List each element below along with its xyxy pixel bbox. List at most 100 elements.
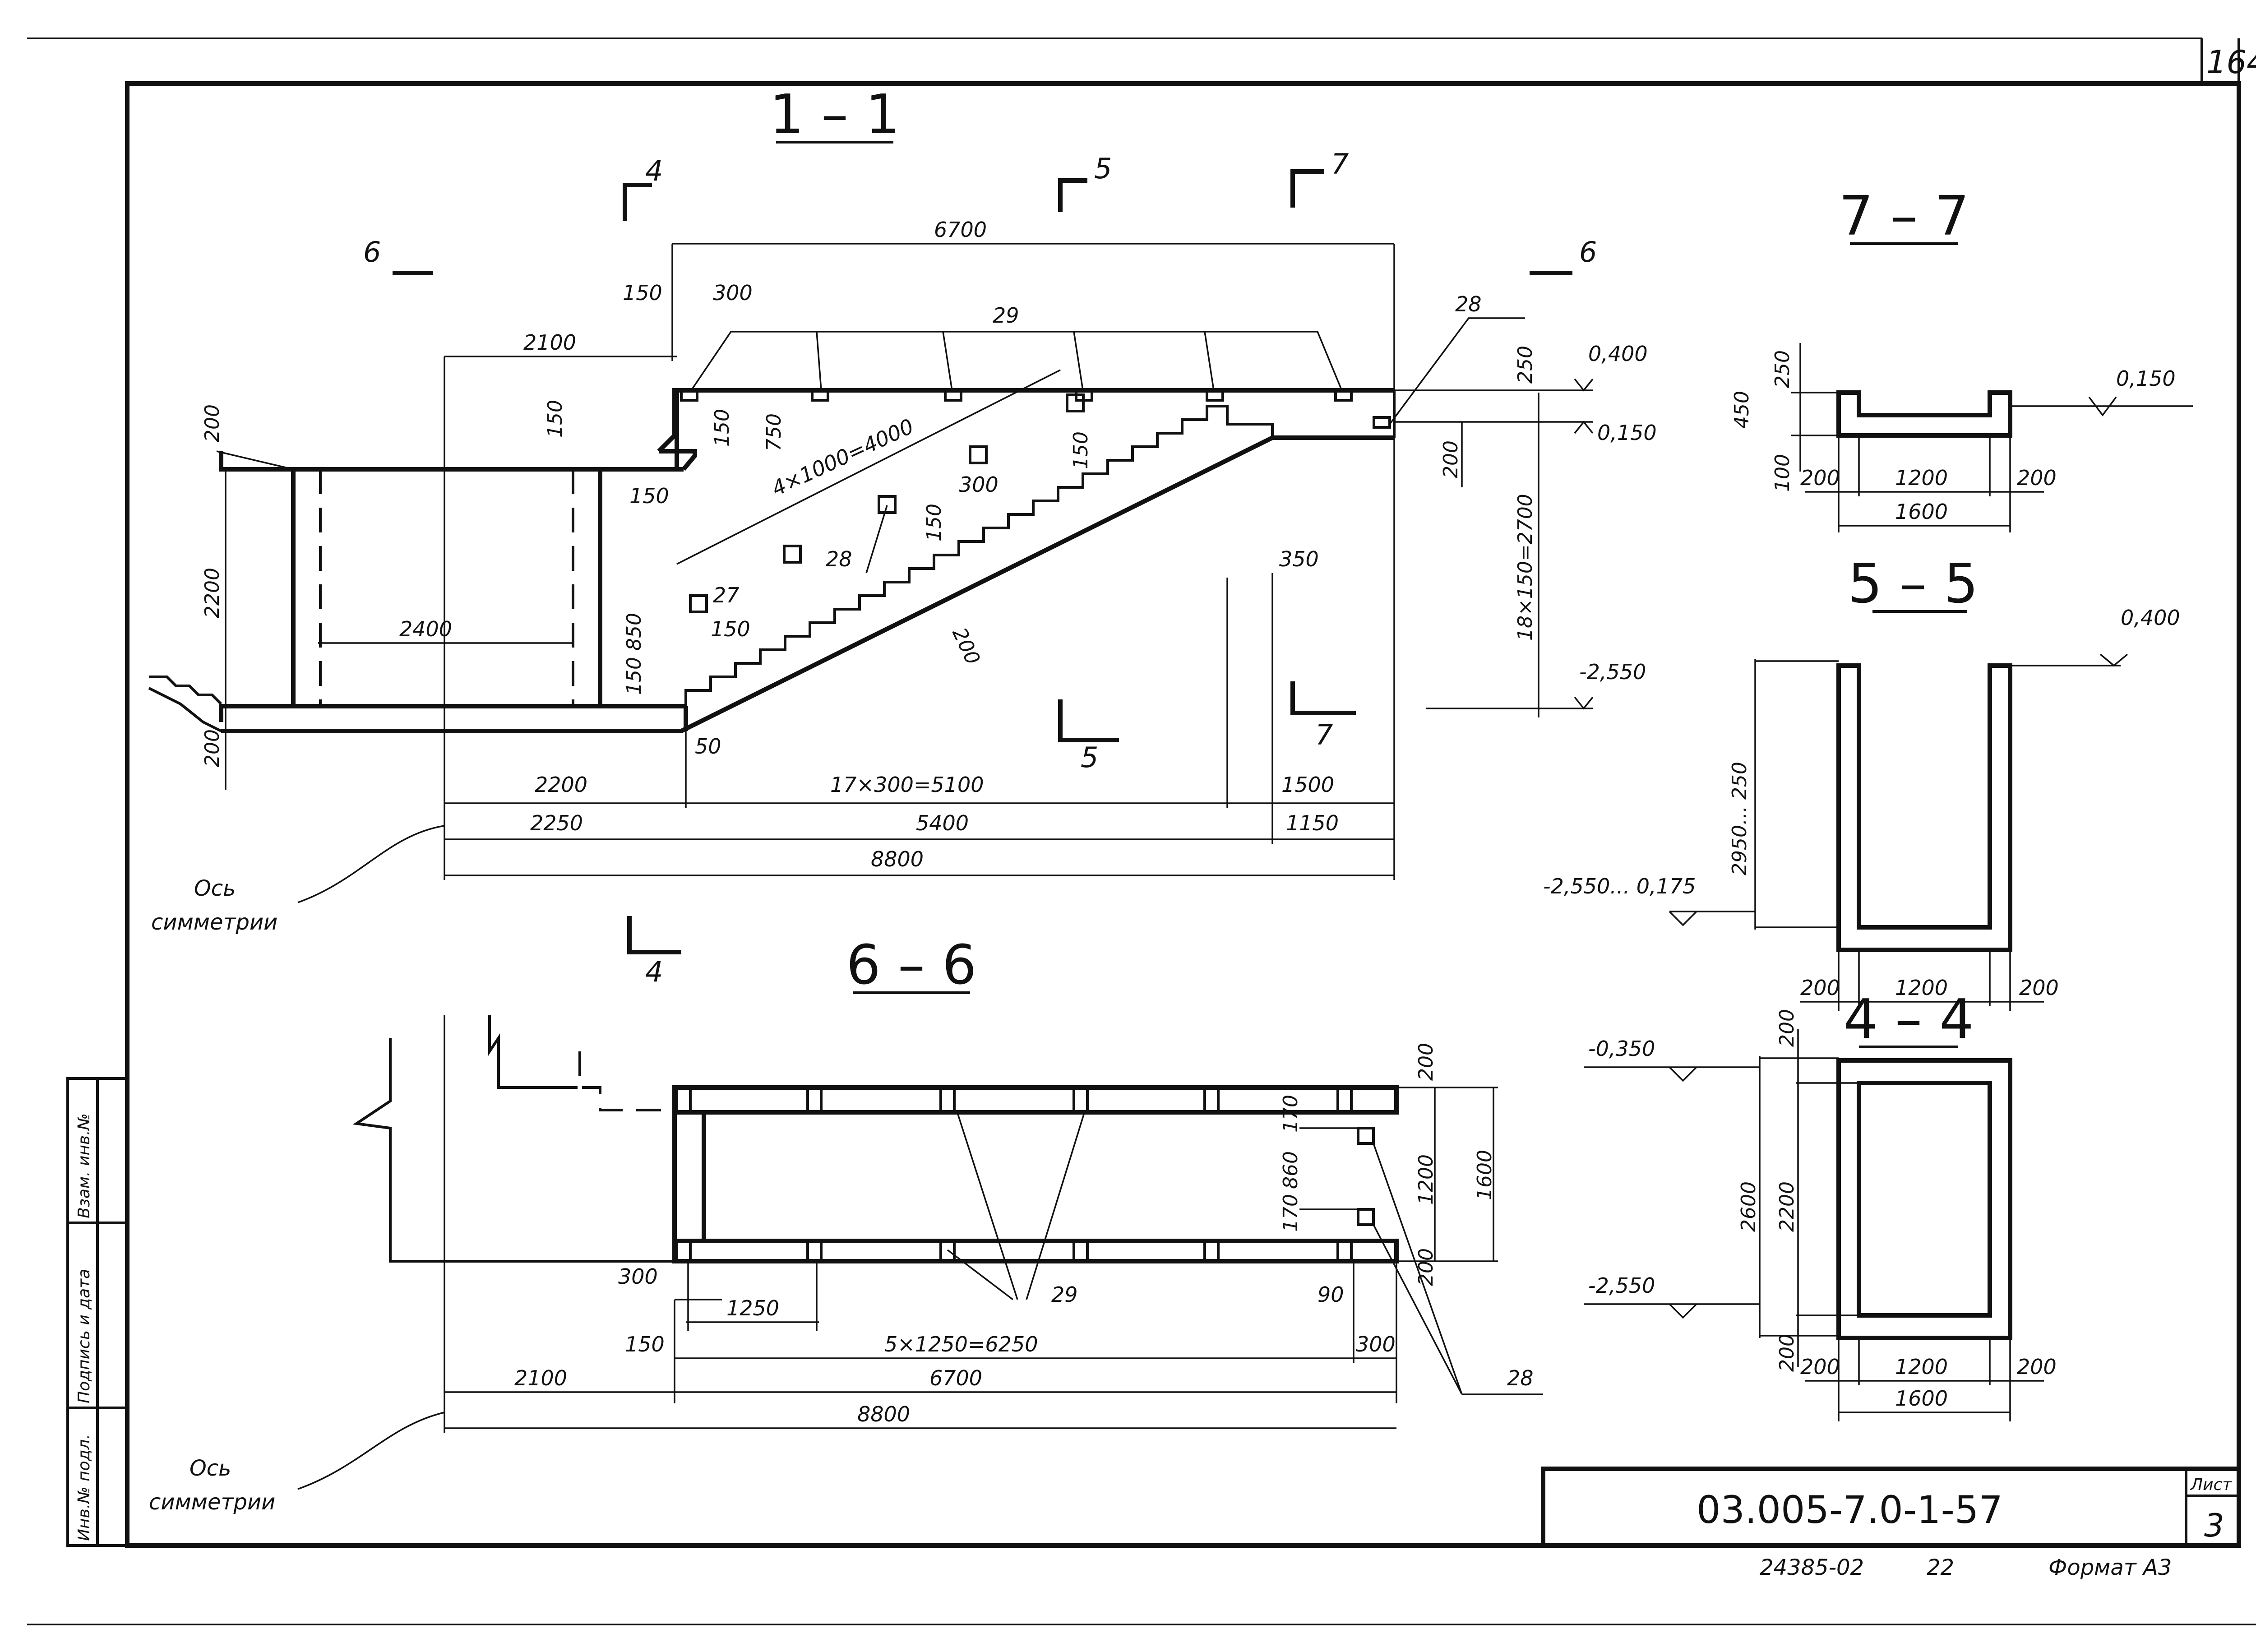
dim-1150: 1150 [1286,811,1339,835]
dim-7-7-200-a: 200 [1800,466,1840,490]
section-6-6-title: 6 – 6 [846,934,977,997]
cut-mark-6-right: 6 [1579,236,1597,268]
dim-150-b: 150 [629,484,669,508]
cut-mark-5: 5 [1094,152,1112,185]
page-number: 164 [2206,44,2256,81]
dim-150-riser: 150 [923,504,946,541]
dim-200-slab: 200 [948,624,985,668]
dim-5-5-200-b: 200 [2019,976,2059,1000]
dim-4-4-2200: 2200 [1775,1181,1798,1232]
section-7-7: 7 – 7 [1791,185,2193,532]
dim-slope: 4×1000=4000 [768,414,917,501]
section-7-7-title: 7 – 7 [1839,185,1969,248]
dim-4-4-200-b: 200 [2017,1355,2057,1379]
cut-mark-4: 4 [645,154,663,187]
dim-4-4-1200: 1200 [1895,1355,1948,1379]
title-block [1541,1467,2241,1548]
dim-7-7-1600: 1600 [1895,500,1948,524]
cut-mark-4-bottom: 4 [645,955,663,988]
section-1-1: 1 – 1 [148,83,1594,954]
dim-300-step: 300 [959,472,999,497]
dim-200-bottom: 200 [201,729,224,767]
dim-6-6-6700: 6700 [929,1366,982,1390]
sheet-label: Лист [2190,1476,2232,1494]
dim-6-6-90: 90 [1318,1282,1344,1307]
stamp-sign-date: Подпись и дата [75,1269,93,1403]
dim-6-6-170-a: 170 [1279,1095,1302,1133]
mark-28-right: 28 [1455,292,1482,316]
level-5-5-top: 0,400 [2121,606,2180,630]
level-5-5-bottom: -2,550... 0,175 [1543,874,1696,898]
dim-6-6-1600: 1600 [1473,1150,1496,1200]
dim-5-5-height: 2950... 250 [1728,762,1751,875]
dim-7-7-1200: 1200 [1895,466,1948,490]
dim-6-6-170-b: 170 [1279,1194,1302,1232]
dim-150-c: 150 [711,409,734,447]
dim-350: 350 [1279,547,1319,571]
dim-300-top: 300 [713,281,753,305]
dim-4-4-200-bot: 200 [1775,1334,1798,1372]
dim-200-left: 200 [201,404,224,442]
dim-7-7-100: 100 [1771,454,1794,492]
stamp-inv-no: Инв.№ подл. [75,1434,93,1541]
dim-6-6-1200: 1200 [1415,1154,1438,1205]
dim-150-step: 150 [1069,431,1092,469]
mark-6-6-29: 29 [1051,1282,1078,1307]
sheet-frame [27,37,2256,1625]
dim-risers: 18×150=2700 [1514,494,1537,641]
section-4-4: 4 – 4 [1584,988,2044,1421]
dim-6-6-1250: 1250 [726,1296,779,1320]
section-4-4-title: 4 – 4 [1844,988,1974,1051]
cut-mark-7: 7 [1331,148,1349,180]
dim-7-7-200-b: 200 [2017,466,2057,490]
dim-6-6-150: 150 [625,1332,665,1356]
dim-6-6-200-top: 200 [1415,1043,1438,1081]
dim-4-4-1600: 1600 [1895,1386,1948,1411]
mark-28-slope: 28 [826,547,852,571]
mark-29: 29 [993,303,1019,328]
dim-2200-bottom: 2200 [535,773,587,797]
dim-2200-vertical: 2200 [201,568,224,618]
cut-mark-7-bottom: 7 [1315,718,1333,751]
dim-7-7-250: 250 [1771,350,1794,388]
level-4-4-top: -0,350 [1588,1037,1655,1061]
inventory-note: 24385-02 [1760,1555,1864,1580]
dim-150-small: 150 [711,617,750,641]
cut-mark-6-left: 6 [363,236,381,268]
dim-5-5-1200: 1200 [1895,976,1948,1000]
mark-6-6-28: 28 [1507,1366,1534,1390]
cut-mark-5-bottom: 5 [1081,741,1098,774]
level-0-400: 0,400 [1588,342,1648,366]
axis-label-6-6-2: симметрии [149,1490,275,1515]
dim-4-4-200-top: 200 [1775,1009,1798,1047]
dim-6-6-5x1250: 5×1250=6250 [884,1332,1038,1356]
dim-150-a: 150 [544,400,567,438]
level-4-4-bottom: -2,550 [1588,1273,1655,1298]
dim-2400: 2400 [399,617,452,641]
section-1-1-title: 1 – 1 [770,83,900,146]
dim-6-6-300: 300 [618,1264,658,1289]
stamp-replace-inv: Взам. инв.№ [75,1113,93,1218]
dim-200-right: 200 [1439,440,1462,478]
dim-6-6-300-right: 300 [1356,1332,1396,1356]
dim-5400: 5400 [916,811,969,835]
dim-6-6-200-bot: 200 [1415,1248,1438,1286]
dim-150-top: 150 [623,281,662,305]
format-label: Формат А3 [2048,1555,2172,1580]
sheet-number: 3 [2204,1507,2224,1544]
dim-2250: 2250 [530,811,583,835]
dim-750: 750 [763,413,786,451]
mark-27: 27 [713,583,740,607]
dim-5-5-200-a: 200 [1800,976,1840,1000]
dim-250: 250 [1514,346,1537,384]
axis-label-6-6-1: Ось [190,1456,231,1481]
level-7-7: 0,150 [2116,366,2176,391]
dim-7-7-450: 450 [1730,391,1753,429]
dim-50: 50 [695,734,721,759]
dim-treads: 17×300=5100 [830,773,984,797]
dim-8800: 8800 [871,847,924,871]
dim-2100: 2100 [523,330,576,355]
inventory-note-2: 22 [1927,1555,1954,1580]
dim-6700-top: 6700 [934,217,987,242]
